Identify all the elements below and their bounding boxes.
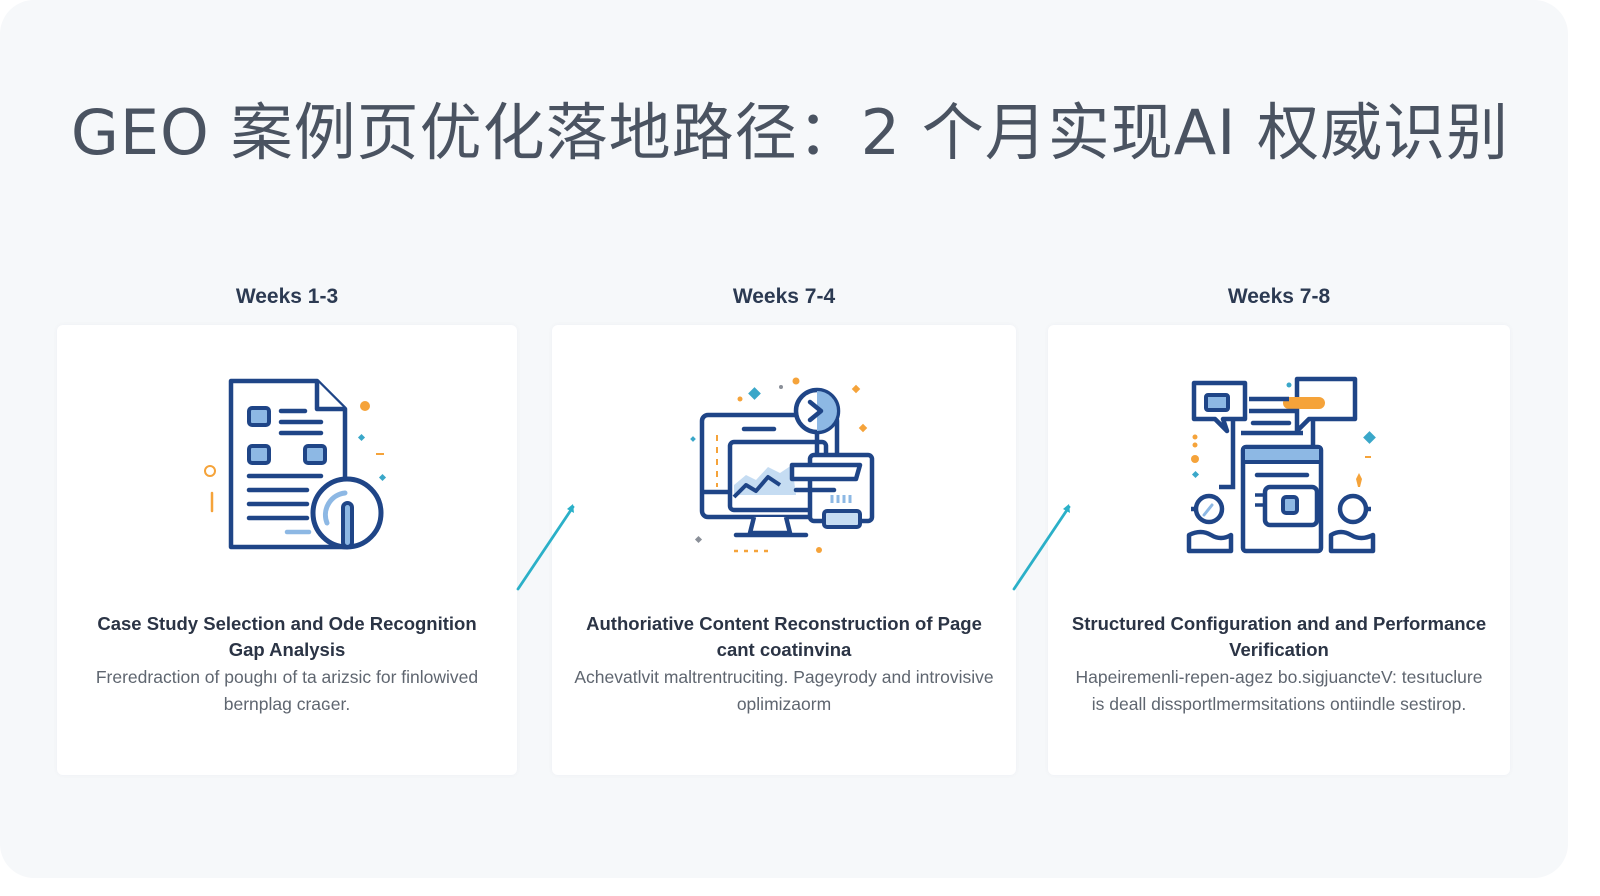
structured-config-people-icon bbox=[1048, 375, 1510, 575]
phase-2-description: Achevatlvit maltrentruciting. Pageyrody … bbox=[574, 667, 994, 714]
phase-card-3: Structured Configuration and and Perform… bbox=[1048, 325, 1510, 775]
phase-3-week-label: Weeks 7-8 bbox=[1227, 285, 1331, 308]
arrow-connector-icon bbox=[1012, 504, 1071, 591]
document-magnifier-icon bbox=[57, 375, 517, 575]
phase-2-week-label: Weeks 7-4 bbox=[732, 285, 836, 308]
page-title: GEO 案例页优化落地路径：2 个月实现AI 权威识别 bbox=[70, 96, 1510, 169]
phase-1-week-label: Weeks 1-3 bbox=[235, 285, 339, 308]
monitor-analytics-icon bbox=[552, 375, 1016, 575]
phase-1-description: Freredraction of poughı of ta arizsic fo… bbox=[95, 667, 479, 714]
phase-3-title: Structured Configuration and and Perform… bbox=[1071, 613, 1487, 660]
phase-2-title: Authoriative Content Reconstruction of P… bbox=[586, 613, 982, 660]
phase-card-2: Authoriative Content Reconstruction of P… bbox=[552, 325, 1016, 775]
arrow-connector-icon bbox=[516, 504, 575, 591]
phase-1-title: Case Study Selection and Ode Recognition… bbox=[97, 613, 477, 660]
phase-card-1: Case Study Selection and Ode Recognition… bbox=[57, 325, 517, 775]
phase-3-description: Hapeiremenli-repen-agez bo.sigjuancteV: … bbox=[1075, 667, 1483, 714]
